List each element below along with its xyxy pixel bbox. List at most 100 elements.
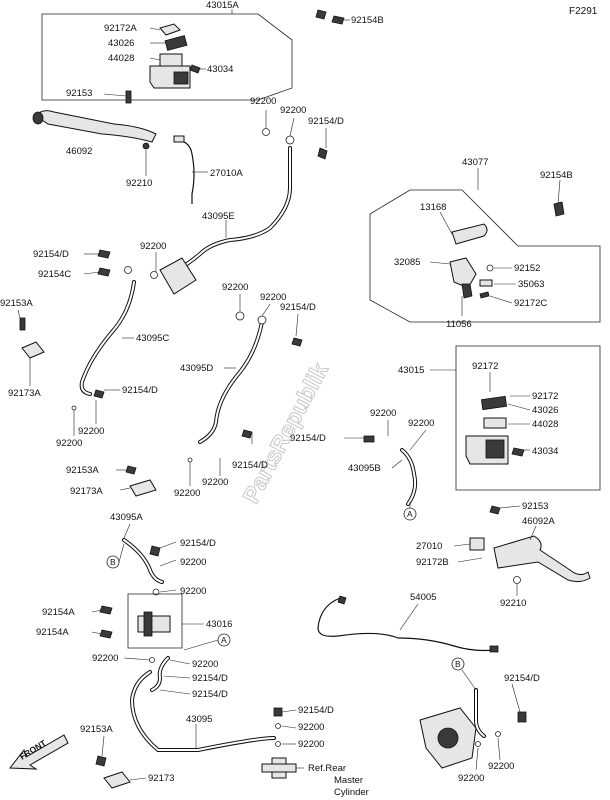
- label-43015A: 43015A: [206, 0, 239, 11]
- part-13168-lever: [451, 223, 488, 245]
- callout-b-left-text: B: [110, 557, 116, 567]
- label-92154D: 92154/D: [290, 433, 326, 444]
- label-43026: 43026: [108, 38, 134, 49]
- label-92154D: 92154/D: [232, 460, 268, 471]
- label-92200: 92200: [408, 418, 434, 429]
- label-27010A: 27010A: [210, 168, 243, 179]
- hose-43095A-inner: [123, 539, 163, 583]
- label-92153A: 92153A: [0, 298, 33, 309]
- label-43026: 43026: [532, 405, 558, 416]
- part-27010-switch: [469, 537, 485, 551]
- label-43015: 43015: [398, 365, 424, 376]
- label-92154D: 92154/D: [504, 673, 540, 684]
- label-92172: 92172: [472, 361, 498, 372]
- group-box-43077: [369, 189, 601, 323]
- label-92153: 92153: [522, 501, 548, 512]
- label-ref-line1: Ref.Rear: [308, 763, 346, 774]
- part-bolt: [273, 707, 283, 717]
- label-92200: 92200: [92, 653, 118, 664]
- label-43016: 43016: [206, 619, 232, 630]
- part-46092A-lever: [493, 535, 591, 583]
- label-92200: 92200: [250, 96, 276, 107]
- label-92200: 92200: [192, 659, 218, 670]
- washer: [495, 731, 501, 737]
- label-44028: 44028: [108, 53, 134, 64]
- label-92153A: 92153A: [66, 465, 99, 476]
- part-92153-bolt: [489, 505, 501, 515]
- label-43034: 43034: [532, 446, 558, 457]
- part-bolt: [315, 9, 327, 20]
- part-43026-cap: [164, 35, 188, 51]
- part-92173-clamp: [103, 771, 131, 789]
- label-92154B: 92154B: [351, 15, 384, 26]
- label-92154D: 92154/D: [33, 249, 69, 260]
- part-bolt: [363, 435, 375, 443]
- hose-43095D: [198, 320, 264, 444]
- washer: [152, 588, 160, 596]
- group-box-43015A: [41, 13, 293, 101]
- part-11056-bracket: [449, 257, 477, 289]
- label-43077: 43077: [462, 157, 488, 168]
- label-11056: 11056: [446, 319, 472, 330]
- label-27010: 27010: [416, 541, 442, 552]
- part-44028-diaphragm: [483, 417, 507, 429]
- part-rear-master-cylinder-arm: [261, 763, 297, 773]
- label-43095D: 43095D: [180, 363, 213, 374]
- label-92200: 92200: [140, 241, 166, 252]
- label-92172B: 92172B: [416, 557, 449, 568]
- label-92200: 92200: [180, 586, 206, 597]
- part-27010A-switch: [173, 135, 185, 143]
- part-92172C-screw: [479, 291, 490, 299]
- part-92173A-clamp: [21, 341, 45, 359]
- label-35063: 35063: [518, 279, 544, 290]
- label-92200: 92200: [56, 438, 82, 449]
- label-ref-line2: Master: [334, 775, 363, 786]
- part-46092-lever: [35, 110, 157, 143]
- label-92154D: 92154/D: [192, 673, 228, 684]
- label-92154D: 92154/D: [298, 705, 334, 716]
- part-92153A-bolt: [19, 317, 26, 331]
- hose-43095B-inner: [401, 449, 417, 505]
- part-bolt: [149, 545, 161, 557]
- part-92210-nut: [142, 142, 150, 150]
- label-54005: 54005: [410, 592, 436, 603]
- part-92153A-bolt: [95, 755, 107, 767]
- label-43095B: 43095B: [348, 463, 381, 474]
- part-bolt: [517, 711, 527, 723]
- part-54005-cable: [317, 597, 495, 652]
- group-box-43015: [455, 345, 601, 491]
- leader-lines: [17, 19, 561, 781]
- part-43026-cap: [480, 395, 508, 411]
- part-43034-reservoir: [485, 439, 505, 459]
- washer: [71, 405, 77, 411]
- part-43016-core: [143, 611, 153, 637]
- hose-43095E-inner: [171, 147, 291, 275]
- hose-43095-inner: [130, 671, 275, 751]
- part-labels: 43015A 92172A 43026 44028 43034 92154B 9…: [0, 0, 573, 798]
- part-92152: [486, 264, 494, 272]
- label-43095A: 43095A: [110, 512, 143, 523]
- part-screw: [511, 447, 525, 457]
- label-92172: 92172: [532, 391, 558, 402]
- washer: [150, 271, 158, 279]
- label-92152: 92152: [514, 263, 540, 274]
- label-92200: 92200: [222, 282, 248, 293]
- label-92153A: 92153A: [80, 724, 113, 735]
- callout-a-left-text: A: [221, 635, 227, 645]
- label-92154C: 92154C: [38, 269, 71, 280]
- washer: [275, 723, 281, 729]
- part-bracket-stem: [461, 283, 473, 299]
- part-43016-valve: [137, 615, 171, 633]
- washer: [285, 135, 295, 145]
- front-arrow-icon: [9, 734, 69, 770]
- hose-43095C-inner: [80, 281, 135, 395]
- label-92172C: 92172C: [514, 298, 547, 309]
- label-92210: 92210: [500, 598, 526, 609]
- label-92154A: 92154A: [36, 627, 69, 638]
- label-92200: 92200: [298, 722, 324, 733]
- group-box-43016: [127, 593, 183, 649]
- hose-short-inner: [151, 657, 169, 691]
- label-92200: 92200: [280, 105, 306, 116]
- figure-code: F2291: [569, 6, 598, 17]
